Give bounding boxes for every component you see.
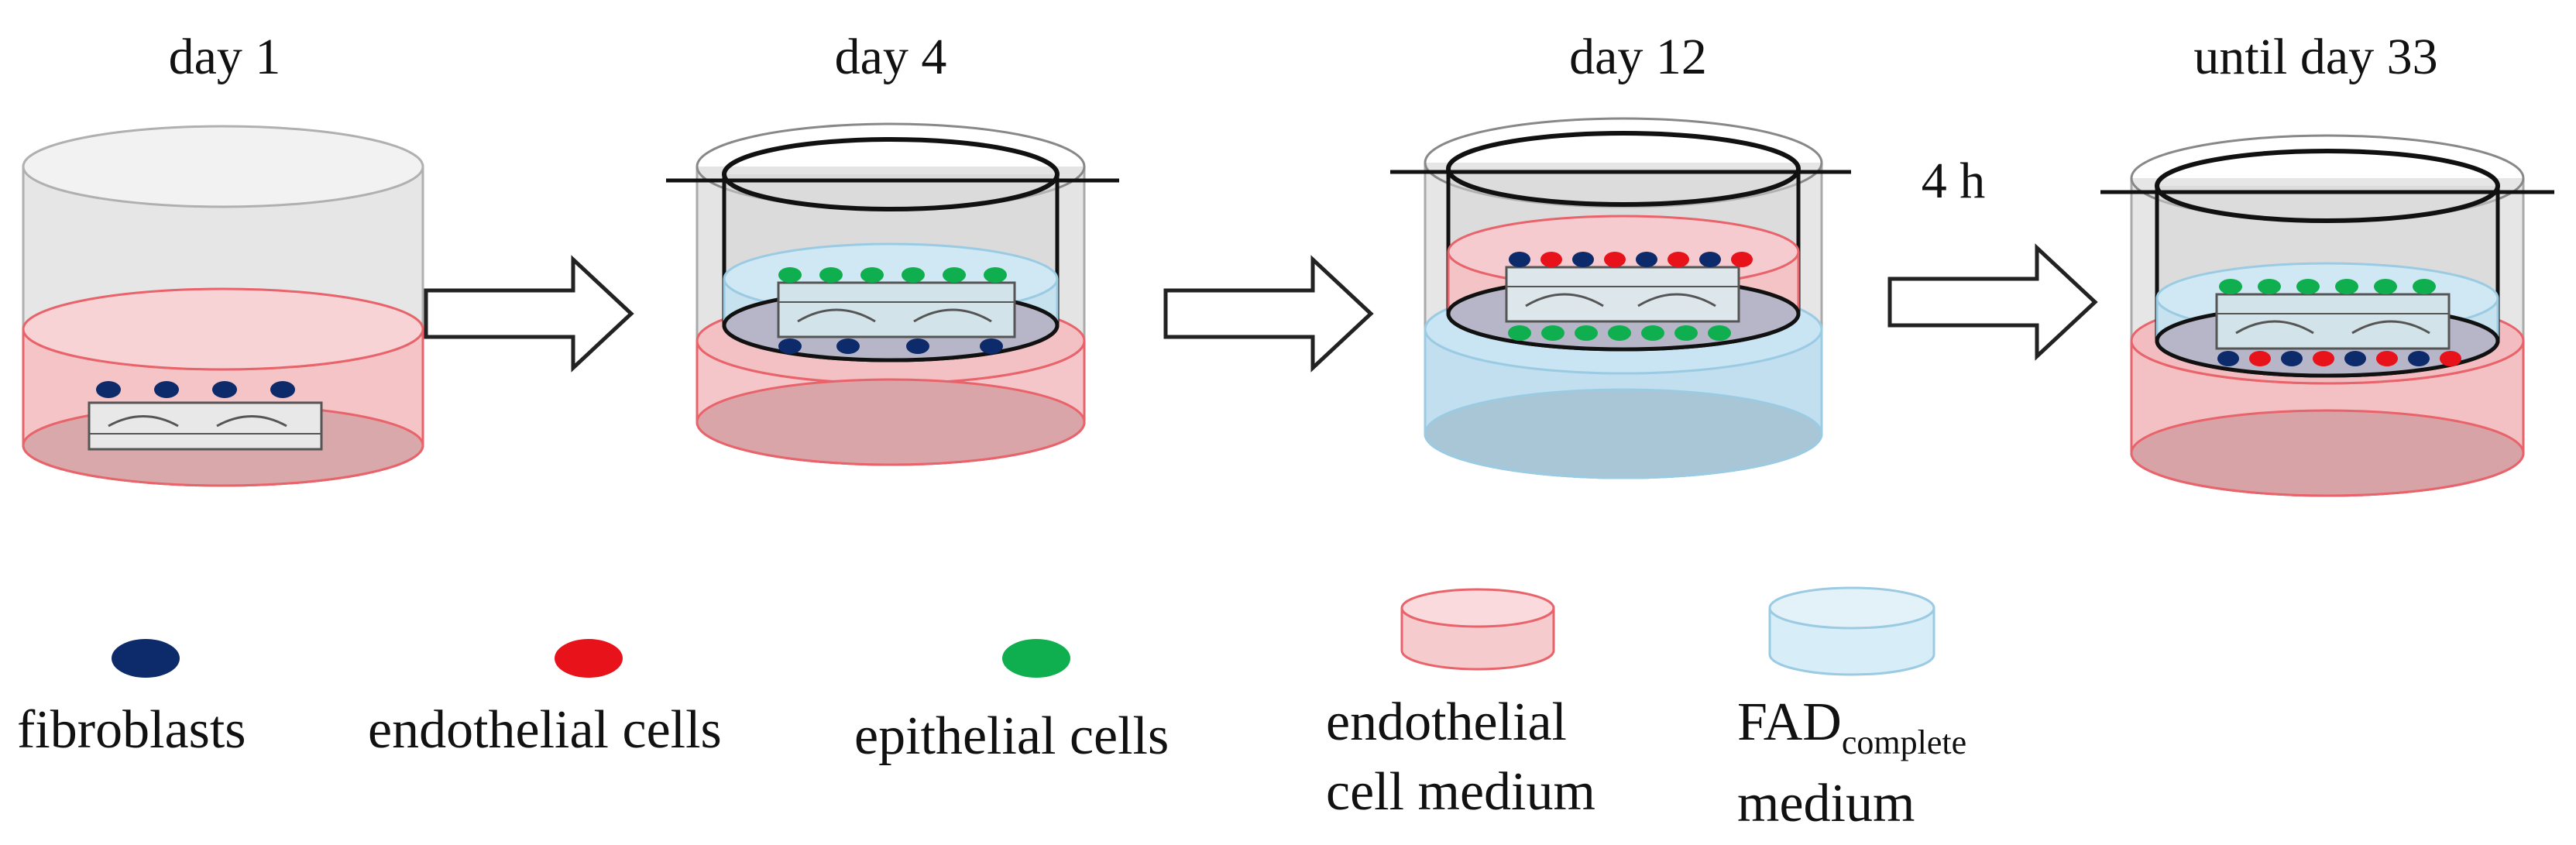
legend-fibroblast-swatch — [112, 639, 180, 678]
legend-endothelial-medium-swatch — [1400, 588, 1555, 671]
epithelial-cells — [2219, 279, 2436, 294]
fibroblast-cells — [778, 338, 1003, 354]
legend: fibroblasts endothelial cells epithelial… — [17, 586, 1966, 833]
legend-fad-main: FAD — [1737, 692, 1842, 752]
fibroblast-cells — [96, 381, 295, 398]
legend-fibroblasts-label: fibroblasts — [17, 700, 246, 760]
stage-label-day-4: day 4 — [835, 29, 947, 85]
stage-until-day-33-well — [2100, 134, 2554, 497]
legend-fad-subscript: complete — [1842, 723, 1966, 761]
arrow-right-icon — [1887, 243, 2098, 361]
stage-label-day-1: day 1 — [169, 29, 281, 85]
stage-day-4-well — [666, 122, 1119, 466]
arrow-right-icon — [1163, 255, 1374, 373]
epithelial-cells — [1508, 325, 1731, 341]
legend-endothelial-medium-label-2: cell medium — [1326, 762, 1595, 822]
legend-endothelial-cells-label: endothelial cells — [368, 700, 722, 760]
scaffold — [88, 401, 323, 451]
arrow-right-icon — [424, 255, 634, 373]
legend-fad-medium-swatch — [1768, 586, 1935, 676]
transition-duration-label: 4 h — [1922, 153, 1986, 209]
stage-label-until-day-33: until day 33 — [2193, 29, 2437, 85]
stage-day-12-well — [1390, 117, 1851, 479]
mixed-top-cells — [1509, 252, 1753, 267]
scaffold — [1505, 266, 1740, 323]
stage-label-day-12: day 12 — [1569, 29, 1707, 85]
mixed-bottom-cells — [2217, 351, 2461, 366]
scaffold — [777, 281, 1016, 338]
epithelial-cells — [778, 267, 1007, 283]
stage-day-1-well — [22, 125, 424, 487]
scaffold — [2215, 293, 2451, 350]
legend-epithelial-cells-label: epithelial cells — [854, 706, 1169, 766]
legend-endothelial-swatch — [555, 639, 623, 678]
legend-endothelial-medium-label-1: endothelial — [1326, 692, 1567, 752]
legend-fad-medium-label-1: FADcomplete — [1737, 692, 1966, 761]
legend-epithelial-swatch — [1002, 639, 1070, 678]
legend-fad-medium-label-2: medium — [1737, 774, 1915, 833]
